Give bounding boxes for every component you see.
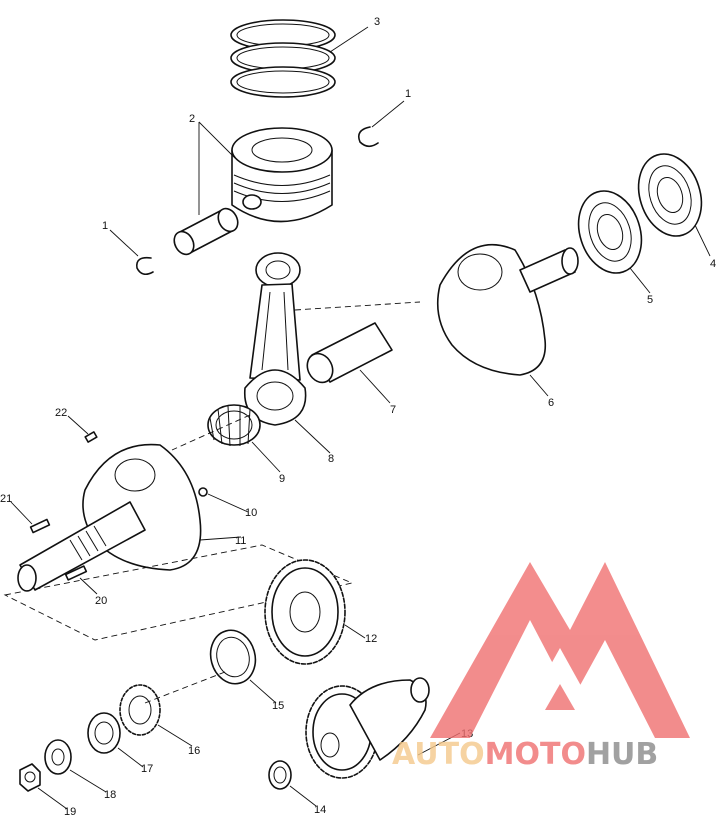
connecting-rod	[244, 252, 307, 426]
balancer-shaft	[305, 677, 430, 779]
pin-10	[198, 487, 208, 497]
logo-word-moto: MOTO	[485, 737, 586, 772]
gear-16	[119, 684, 161, 736]
callout-17: 17	[141, 763, 153, 775]
callout-6: 6	[548, 397, 554, 409]
piston	[231, 127, 333, 223]
callout-3: 3	[374, 16, 380, 28]
callout-19: 19	[64, 806, 76, 816]
bearing-4	[637, 153, 703, 237]
crank-gear	[264, 559, 346, 665]
callout-2: 2	[189, 113, 195, 125]
bearing-5	[577, 190, 643, 274]
callout-1-circlip-upper: 1	[405, 88, 411, 100]
callout-18: 18	[104, 789, 116, 801]
triangle-logo-icon	[430, 562, 690, 738]
needle-bearing	[207, 404, 261, 447]
piston-rings	[230, 19, 336, 98]
logo-word-hub: HUB	[586, 737, 658, 772]
callout-20: 20	[95, 595, 107, 607]
callout-15: 15	[272, 700, 284, 712]
crankshaft-left-half	[17, 443, 202, 592]
logo-word-auto: AUTO	[392, 737, 485, 772]
circlip-upper	[357, 126, 379, 148]
nut-19	[19, 763, 41, 792]
piston-pin	[173, 207, 239, 256]
callout-10: 10	[245, 507, 257, 519]
callout-21: 21	[0, 493, 12, 505]
callout-12: 12	[365, 633, 377, 645]
key-21	[29, 518, 51, 534]
leader-lines	[10, 26, 711, 810]
callout-9: 9	[279, 473, 285, 485]
washer-15	[209, 629, 257, 685]
collar-17	[87, 712, 121, 754]
svg-text:AUTOMOTOHUB: AUTOMOTOHUB	[392, 737, 658, 772]
automotohub-watermark: AUTOMOTOHUB	[392, 562, 690, 772]
callout-labels: 3 2 1 1 4 5 6 7 8 9 22 10 11 21 20 12 15…	[0, 16, 716, 816]
kit-bracket	[3, 544, 354, 641]
callout-4: 4	[710, 258, 716, 270]
crankshaft-right-half	[436, 243, 579, 376]
callout-16: 16	[188, 745, 200, 757]
callout-11: 11	[235, 535, 246, 547]
callout-8: 8	[328, 453, 334, 465]
key-20	[64, 565, 88, 581]
washer-18	[44, 739, 72, 775]
callout-5: 5	[647, 294, 653, 306]
callout-1-circlip-lower: 1	[102, 220, 108, 232]
crank-pin	[306, 322, 393, 384]
washer-14	[268, 760, 292, 790]
circlip-lower	[135, 256, 154, 276]
callout-7: 7	[390, 404, 396, 416]
callout-22: 22	[55, 407, 67, 419]
callout-14: 14	[314, 804, 326, 816]
pin-22	[84, 431, 98, 443]
